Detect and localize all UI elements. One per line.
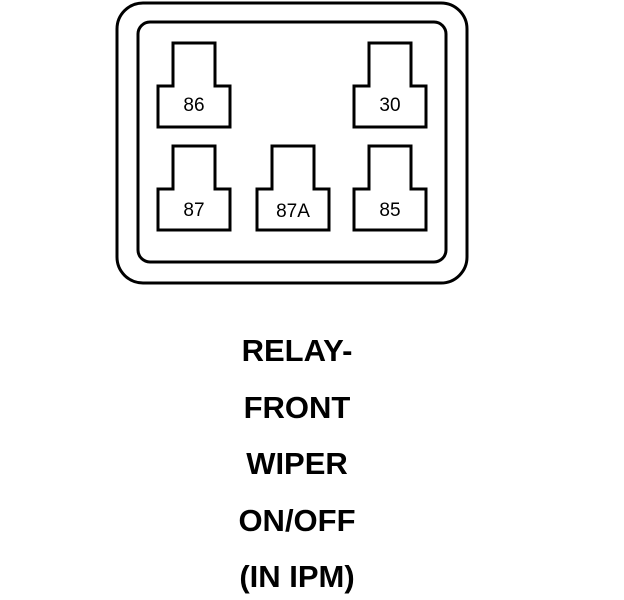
caption-line-1: RELAY-: [241, 333, 353, 368]
relay-pin-87a-terminal: [255, 144, 331, 232]
relay-pin-87a: 87A: [255, 144, 331, 232]
relay-pin-30: 30: [352, 41, 428, 129]
relay-pin-30-terminal: [352, 41, 428, 129]
relay-pin-86-label: 86: [183, 95, 204, 116]
relay-pin-85: 85: [352, 144, 428, 232]
relay-pin-86: 86: [156, 41, 232, 129]
relay-pin-86-terminal: [156, 41, 232, 129]
caption-line-5: (IN IPM): [239, 559, 355, 594]
relay-pin-87-label: 87: [183, 200, 204, 221]
relay-pin-30-label: 30: [379, 95, 400, 116]
relay-pin-85-terminal: [352, 144, 428, 232]
relay-pin-87: 87: [156, 144, 232, 232]
relay-pin-87-terminal: [156, 144, 232, 232]
relay-pin-85-label: 85: [379, 200, 400, 221]
relay-pin-87a-label: 87A: [276, 201, 310, 222]
caption-line-4: ON/OFF: [238, 503, 356, 538]
caption-line-3: WIPER: [246, 446, 348, 481]
caption-line-2: FRONT: [243, 390, 351, 425]
